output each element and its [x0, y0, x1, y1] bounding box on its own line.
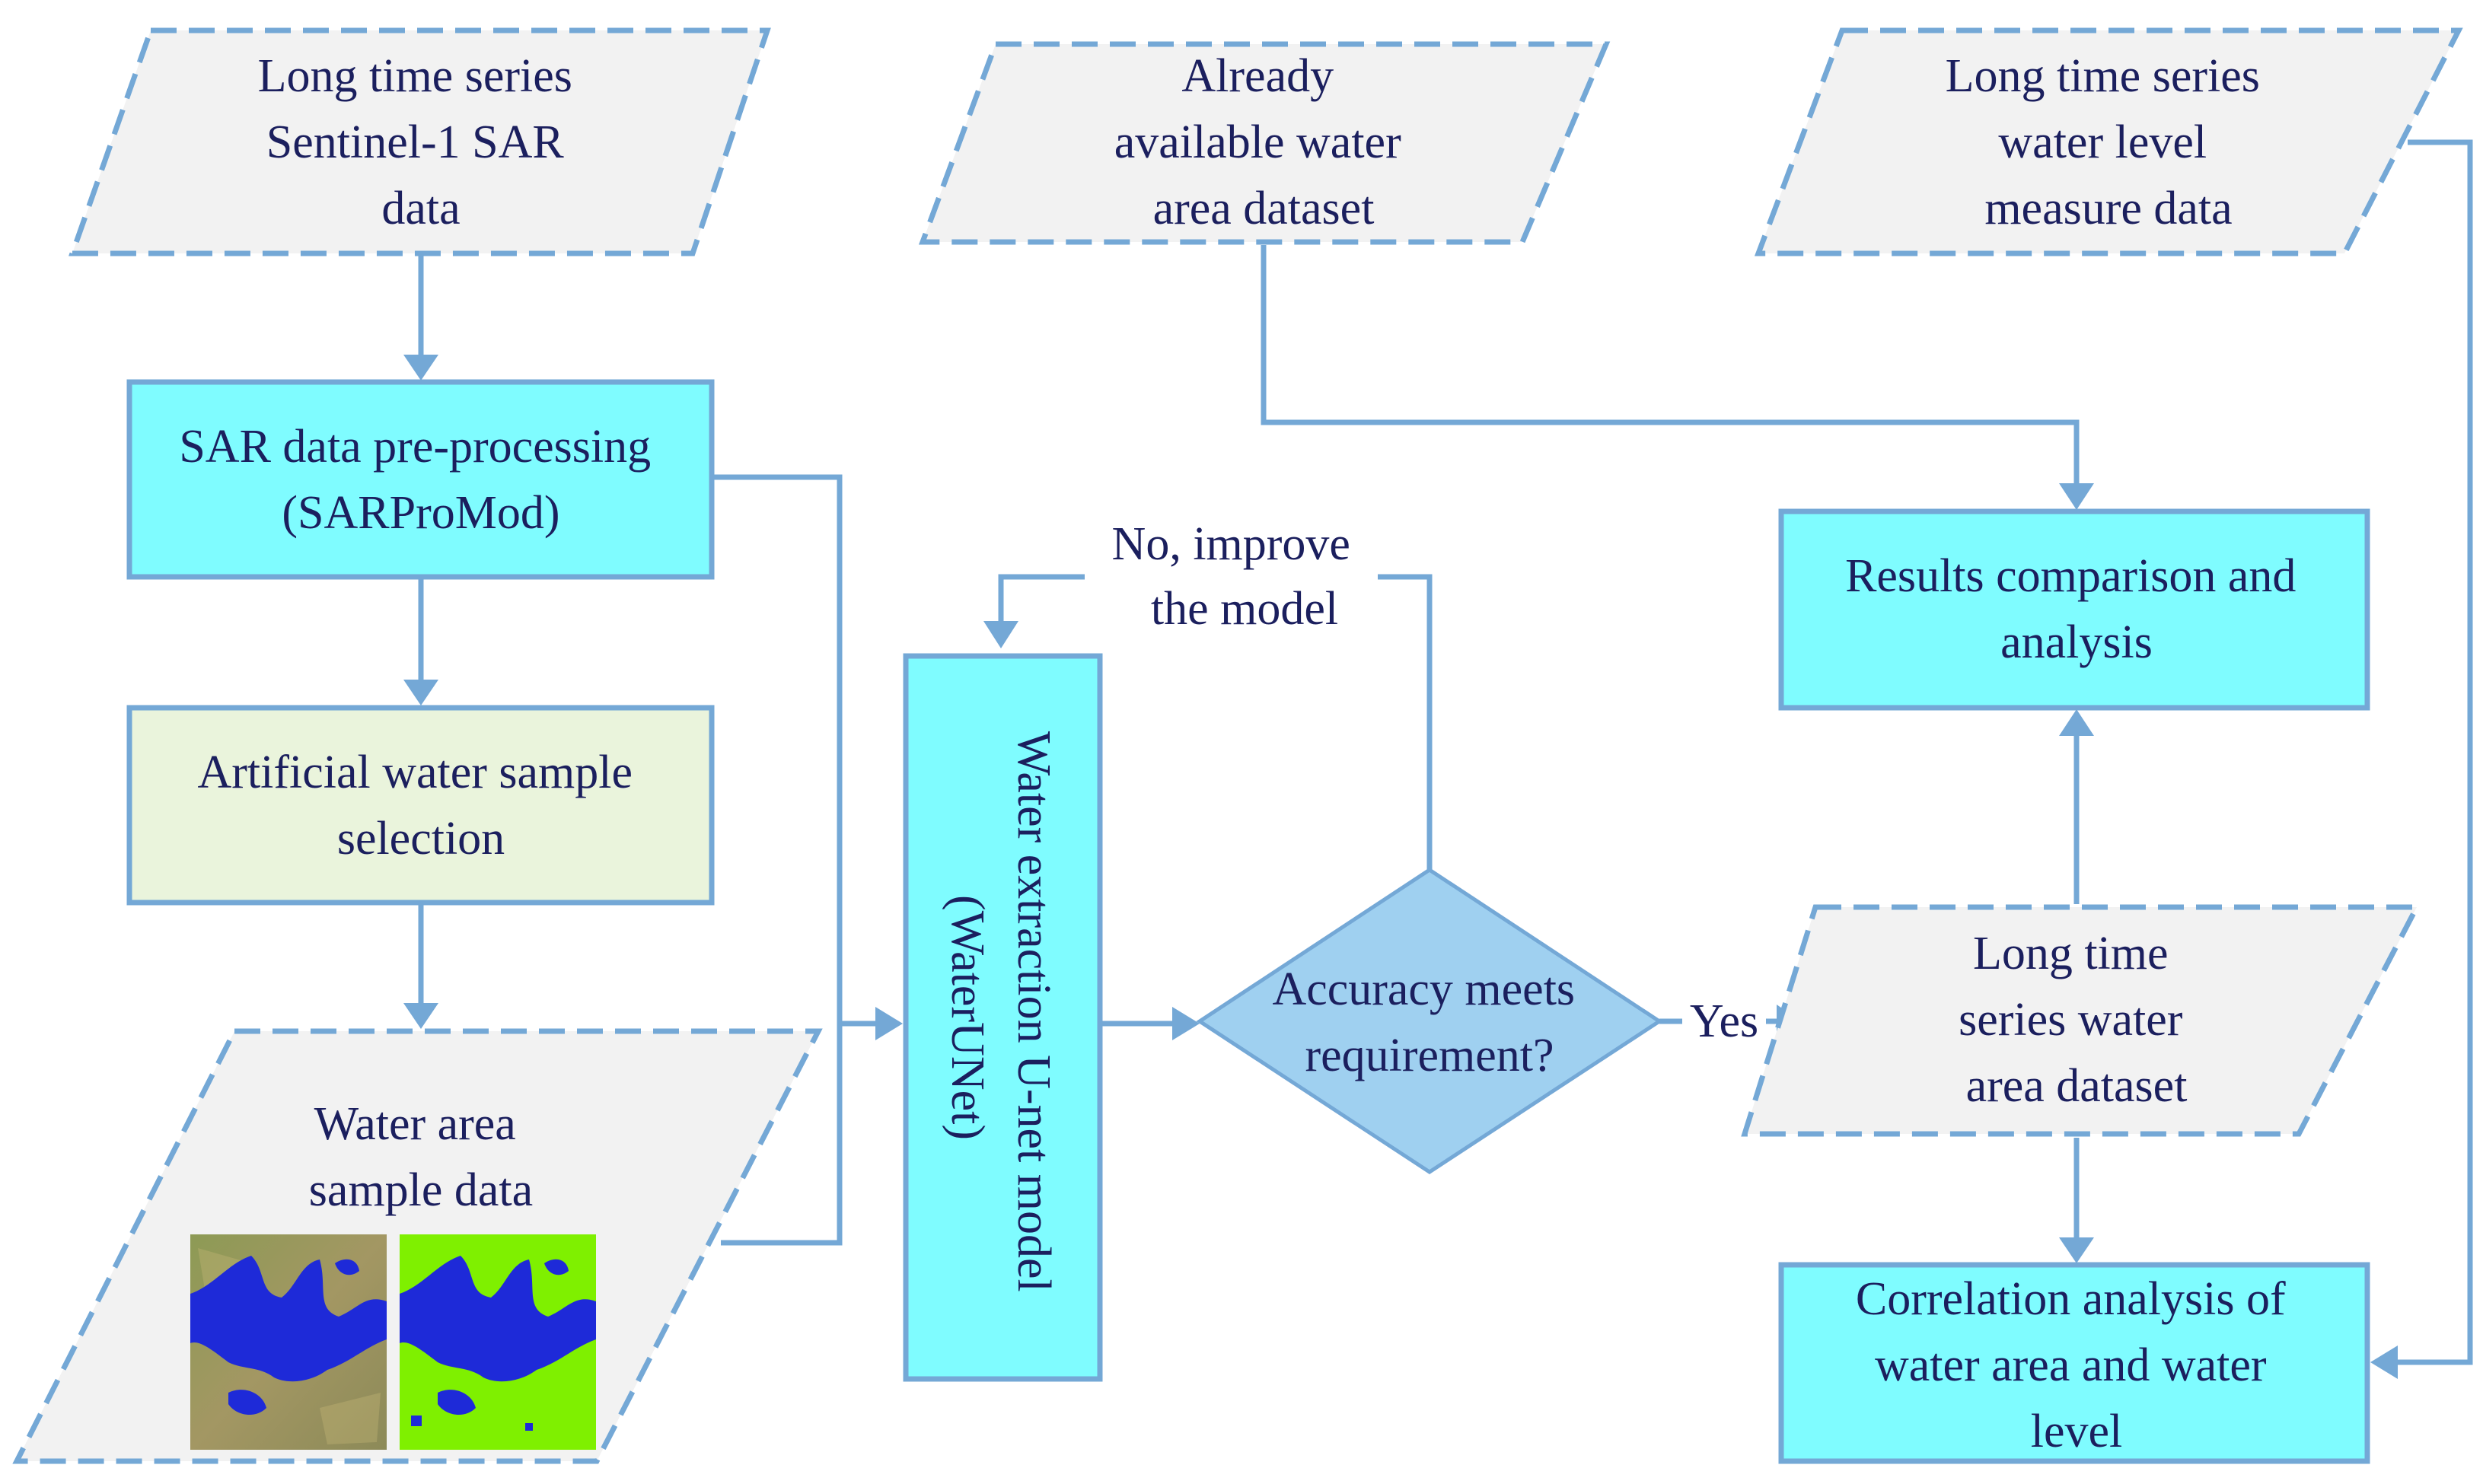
connectors [403, 139, 2473, 1379]
arrowhead-correlation-right [2370, 1345, 2398, 1379]
edge-available-to-comparison [1261, 245, 2080, 485]
classified-water-mask [400, 1234, 596, 1450]
edge-waterlevel-to-correlation [2396, 139, 2473, 1365]
edge-preprocess-to-model [712, 474, 877, 1027]
sample-data-node: Water area sample data [12, 1028, 823, 1464]
arrowhead-comparison-top [2059, 483, 2094, 510]
comparison-label: Results comparison and analysis [1845, 550, 2308, 668]
input-waterlevel-label: Long time series water level measure dat… [1946, 50, 2272, 234]
model-label: Water extraction U-net model (WaterUNet) [942, 731, 1060, 1304]
edge-label-improve: No, improve the model [1112, 518, 1363, 635]
arrowhead-correlation-top [2059, 1237, 2094, 1263]
correlation-node: Correlation analysis of water area and w… [1778, 1262, 2370, 1464]
arrowhead-selection [403, 680, 438, 705]
sample-selection-label: Artificial water sample selection [197, 747, 644, 865]
input-sar-node: Long time series Sentinel-1 SAR data [69, 27, 771, 256]
correlation-label: Correlation analysis of water area and w… [1856, 1273, 2297, 1457]
decision-label: Accuracy meets requirement? [1272, 963, 1586, 1081]
sar-image [190, 1234, 387, 1450]
output-dataset-node: Long time series water area dataset [1741, 904, 2421, 1137]
comparison-node: Results comparison and analysis [1778, 508, 2370, 711]
arrowhead-decision [1172, 1007, 1200, 1040]
arrowhead-preprocess [403, 355, 438, 381]
sample-selection-node: Artificial water sample selection [126, 705, 715, 906]
decision-node: Accuracy meets requirement? [1196, 868, 1663, 1174]
arrowhead-model-in [875, 1007, 903, 1040]
input-available-node: Already available water area dataset [918, 41, 1611, 245]
arrowhead-sample-data [403, 1003, 438, 1029]
model-node: Water extraction U-net model (WaterUNet) [903, 653, 1103, 1382]
edge-sample-to-model [721, 1024, 843, 1246]
arrowhead-comparison-bottom [2059, 709, 2094, 736]
input-sar-label: Long time series Sentinel-1 SAR data [258, 50, 585, 234]
output-dataset-label: Long time series water area dataset [1959, 928, 2195, 1112]
preprocess-node: SAR data pre-processing (SARProMod) [126, 379, 715, 580]
edge-decision-loop [1378, 574, 1433, 870]
input-available-label: Already available water area dataset [1114, 50, 1413, 234]
arrowhead-loop [983, 621, 1018, 648]
edge-label-yes: Yes [1690, 995, 1758, 1047]
preprocess-label: SAR data pre-processing (SARProMod) [179, 421, 662, 539]
sample-data-label: Water area sample data [309, 1098, 533, 1216]
edge-loop-to-model [998, 574, 1085, 623]
input-waterlevel-node: Long time series water level measure dat… [1754, 27, 2463, 256]
